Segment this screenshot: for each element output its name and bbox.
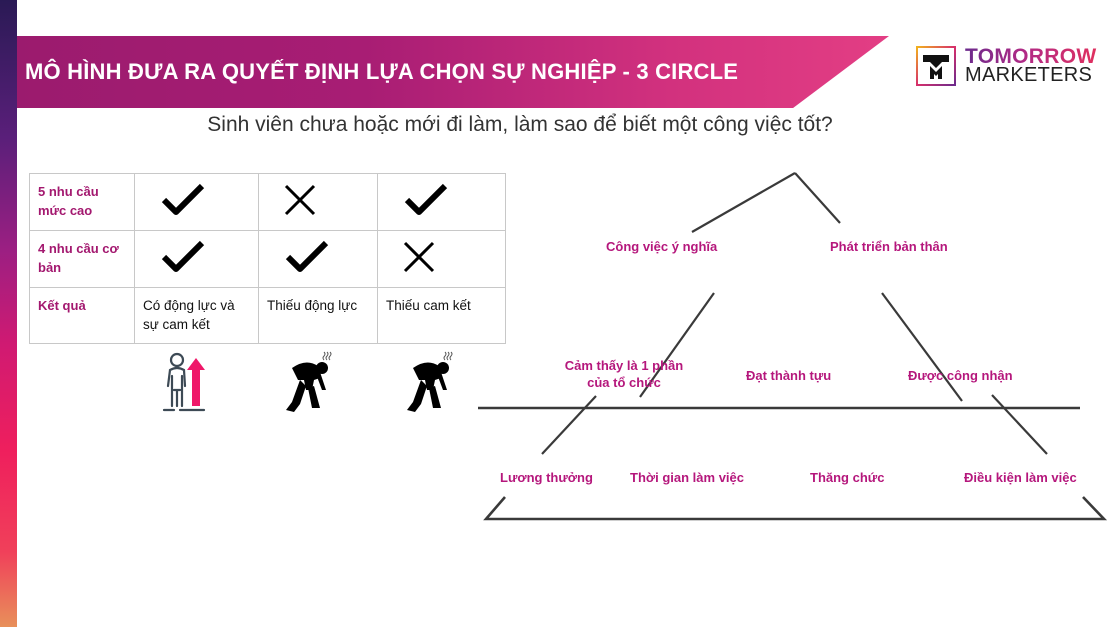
pyramid-base-line <box>483 496 1108 521</box>
label-belonging-line1: Cảm thấy là 1 phần <box>564 358 684 373</box>
check-icon <box>404 183 448 215</box>
tm-logo-icon <box>916 46 956 86</box>
brand-logo: TOMORROW MARKETERS <box>916 44 1101 88</box>
row-label: 4 nhu cầu cơ bản <box>29 230 135 288</box>
table-row: 4 nhu cầu cơ bản <box>29 230 506 288</box>
table-cell <box>134 173 259 231</box>
label-recognition: Được công nhận <box>908 368 1013 383</box>
table-cell <box>377 173 506 231</box>
table-cell <box>134 230 259 288</box>
title-banner: MÔ HÌNH ĐƯA RA QUYẾT ĐỊNH LỰA CHỌN SỰ NG… <box>17 36 889 108</box>
label-self-development: Phát triển bản thân <box>830 239 948 254</box>
label-working-conditions: Điều kiện làm việc <box>964 470 1077 485</box>
result-cell: Có động lực và sự cam kết <box>134 287 259 344</box>
label-working-hours: Thời gian làm việc <box>630 470 744 485</box>
label-belonging: Cảm thấy là 1 phần của tổ chức <box>556 357 692 391</box>
exhausted-person-icon <box>407 351 453 412</box>
result-cell: Thiếu cam kết <box>377 287 506 344</box>
pyramid-apex-left-line <box>691 172 796 233</box>
pyramid-mid-right-line <box>881 292 963 402</box>
row-label: 5 nhu cầu mức cao <box>29 173 135 231</box>
check-icon <box>161 183 205 215</box>
table-cell <box>258 173 378 231</box>
table-cell <box>377 230 506 288</box>
check-icon <box>285 240 329 272</box>
exhausted-person-icon <box>286 351 332 412</box>
table-row: Kết quả Có động lực và sự cam kết Thiếu … <box>29 287 506 344</box>
label-meaningful-work: Công việc ý nghĩa <box>606 239 718 254</box>
cross-icon <box>403 241 435 273</box>
label-promotion: Thăng chức <box>810 470 885 485</box>
label-belonging-line2: của tổ chức <box>587 375 661 390</box>
decorative-side-strip <box>0 0 17 627</box>
pyramid-apex-right-line <box>794 172 841 224</box>
check-icon <box>161 240 205 272</box>
row-label: Kết quả <box>29 287 135 344</box>
label-achievement: Đạt thành tựu <box>746 368 832 383</box>
pyramid-low-right-line <box>991 394 1048 455</box>
page-title: MÔ HÌNH ĐƯA RA QUYẾT ĐỊNH LỰA CHỌN SỰ NG… <box>25 59 739 84</box>
table-cell <box>258 230 378 288</box>
result-cell: Thiếu động lực <box>258 287 378 344</box>
logo-text-marketers: MARKETERS <box>965 64 1093 86</box>
needs-comparison-table: 5 nhu cầu mức cao 4 nhu cầu cơ bản Kết q… <box>29 173 506 344</box>
cross-icon <box>284 184 316 216</box>
pyramid-low-left-line <box>541 395 597 455</box>
subtitle-question: Sinh viên chưa hoặc mới đi làm, làm sao … <box>207 113 833 136</box>
table-row: 5 nhu cầu mức cao <box>29 173 506 231</box>
person-growth-icon <box>162 352 206 412</box>
logo-text-tomorrow: TOMORROW <box>965 45 1097 68</box>
label-salary: Lương thưởng <box>500 470 593 485</box>
